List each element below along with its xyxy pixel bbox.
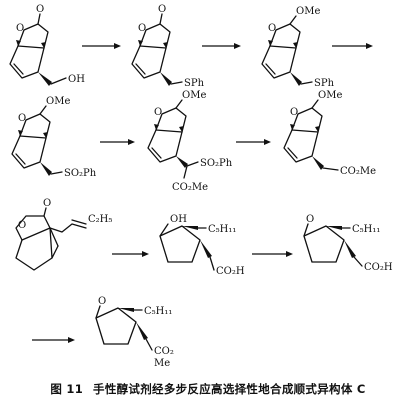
atom-label: Me <box>154 358 170 369</box>
atom-label: CO₂ <box>154 346 174 357</box>
atom-label: O <box>290 107 298 118</box>
atom-label: CO₂Me <box>172 182 208 193</box>
atom-label: O <box>98 296 106 307</box>
atom-label: O <box>16 23 24 34</box>
structure-5: O OMe SO₂Ph CO₂Me <box>147 90 233 193</box>
atom-label: C₅H₁₁ <box>208 224 236 235</box>
reaction-arrow <box>332 43 373 49</box>
atom-label: O <box>43 198 51 209</box>
atom-label: C₂H₅ <box>88 214 112 225</box>
atom-label: OMe <box>318 90 342 101</box>
reaction-arrow <box>82 43 121 49</box>
atom-label: C₅H₁₁ <box>352 224 380 235</box>
atom-label: OH <box>170 214 187 225</box>
structure-9: O C₅H₁₁ CO₂H <box>303 214 393 273</box>
structure-6: O OMe CO₂Me <box>283 90 376 177</box>
atom-label: O <box>158 4 166 15</box>
atom-label: O <box>306 214 314 225</box>
atom-label: O <box>138 23 146 34</box>
atom-label: SO₂Ph <box>64 168 97 179</box>
structure-10: O C₅H₁₁ CO₂ Me <box>95 296 174 369</box>
reaction-arrow <box>252 251 293 257</box>
structure-2: O O SPh <box>131 4 205 89</box>
structure-1: O O OH <box>9 4 85 86</box>
structure-8: OH C₅H₁₁ CO₂H <box>159 214 245 277</box>
atom-label: SO₂Ph <box>200 158 233 169</box>
atom-label: OMe <box>296 6 320 17</box>
caption-text: 手性醇试剂经多步反应高选择性地合成顺式异构体 C <box>93 382 366 396</box>
atom-label: O <box>154 107 162 118</box>
atom-label: OMe <box>46 96 70 107</box>
atom-label: O <box>18 220 26 231</box>
figure-caption: 图 11 手性醇试剂经多步反应高选择性地合成顺式异构体 C <box>0 381 416 397</box>
reaction-arrow <box>202 43 241 49</box>
atom-label: O <box>268 23 276 34</box>
reaction-arrow <box>100 139 135 145</box>
figure-number: 图 11 <box>50 382 84 396</box>
atom-label: SPh <box>184 78 205 89</box>
reaction-arrow <box>112 251 149 257</box>
atom-label: O <box>36 4 44 15</box>
reaction-arrow <box>32 337 75 343</box>
atom-label: O <box>18 113 26 124</box>
structure-4: O OMe SO₂Ph <box>11 96 97 179</box>
reaction-arrow <box>236 139 271 145</box>
structure-3: O OMe SPh <box>261 6 335 89</box>
atom-label: SPh <box>314 78 335 89</box>
atom-label: CO₂H <box>216 266 245 277</box>
atom-label: OMe <box>182 90 206 101</box>
atom-label: CO₂Me <box>340 166 376 177</box>
atom-label: C₅H₁₁ <box>144 306 172 317</box>
atom-label: OH <box>68 74 85 85</box>
atom-label: CO₂H <box>364 262 393 273</box>
structure-7: O O C₂H₅ <box>15 198 112 271</box>
